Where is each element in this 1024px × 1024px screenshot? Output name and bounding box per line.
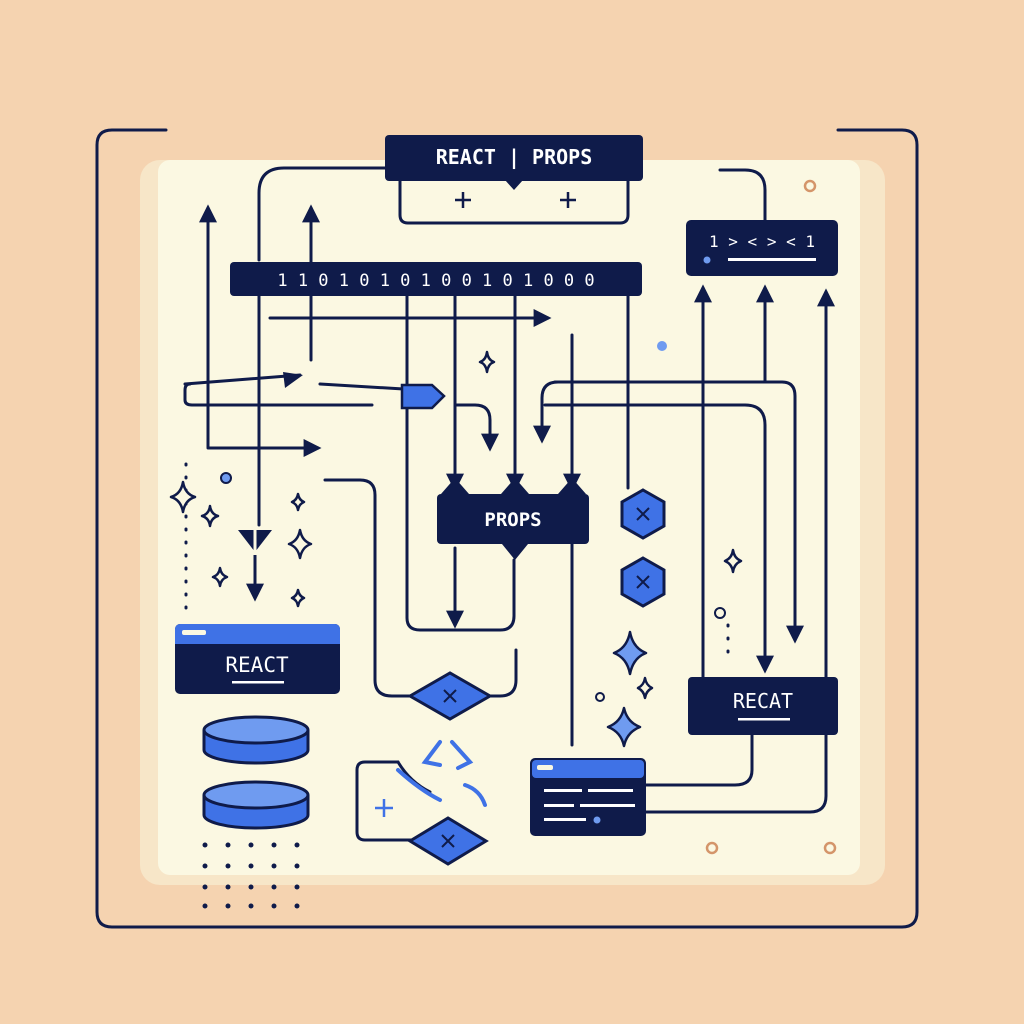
plus-icon bbox=[560, 192, 576, 208]
sparkle-icon bbox=[169, 350, 743, 700]
connector-lines bbox=[183, 166, 835, 842]
code-tag-label: 1 > < > < 1 bbox=[709, 232, 815, 251]
small-circles bbox=[220, 179, 837, 855]
dot-grid bbox=[202, 842, 300, 909]
diamond-glyphs bbox=[441, 689, 457, 848]
code-tag: 1 > < > < 1 bbox=[686, 220, 838, 276]
chevron-icon bbox=[396, 740, 487, 807]
header-label: REACT | PROPS bbox=[436, 145, 593, 169]
plus-icon bbox=[375, 799, 393, 817]
react-box: REACT bbox=[175, 624, 340, 694]
header-box: REACT | PROPS bbox=[385, 135, 643, 208]
binary-bar: 1 1 0 1 0 1 0 1 0 0 1 0 1 0 0 0 bbox=[230, 262, 642, 296]
database-icon bbox=[202, 715, 310, 830]
props-label: PROPS bbox=[484, 509, 541, 531]
props-box: PROPS bbox=[437, 478, 589, 560]
pointer-tag bbox=[400, 383, 446, 410]
dotted-lines bbox=[184, 462, 730, 657]
hexagon-glyphs bbox=[636, 507, 650, 589]
binary-label: 1 1 0 1 0 1 0 1 0 0 1 0 1 0 0 0 bbox=[277, 271, 594, 291]
recat-label: RECAT bbox=[733, 689, 793, 713]
plus-icon bbox=[455, 192, 471, 208]
outer-frame bbox=[95, 128, 919, 929]
window-panel bbox=[530, 758, 646, 836]
sparkle-icon bbox=[606, 630, 648, 748]
recat-box: RECAT bbox=[688, 677, 838, 735]
flow-arrowhead bbox=[283, 372, 303, 388]
react-label: REACT bbox=[225, 653, 289, 677]
down-arrow-icon bbox=[238, 528, 272, 602]
